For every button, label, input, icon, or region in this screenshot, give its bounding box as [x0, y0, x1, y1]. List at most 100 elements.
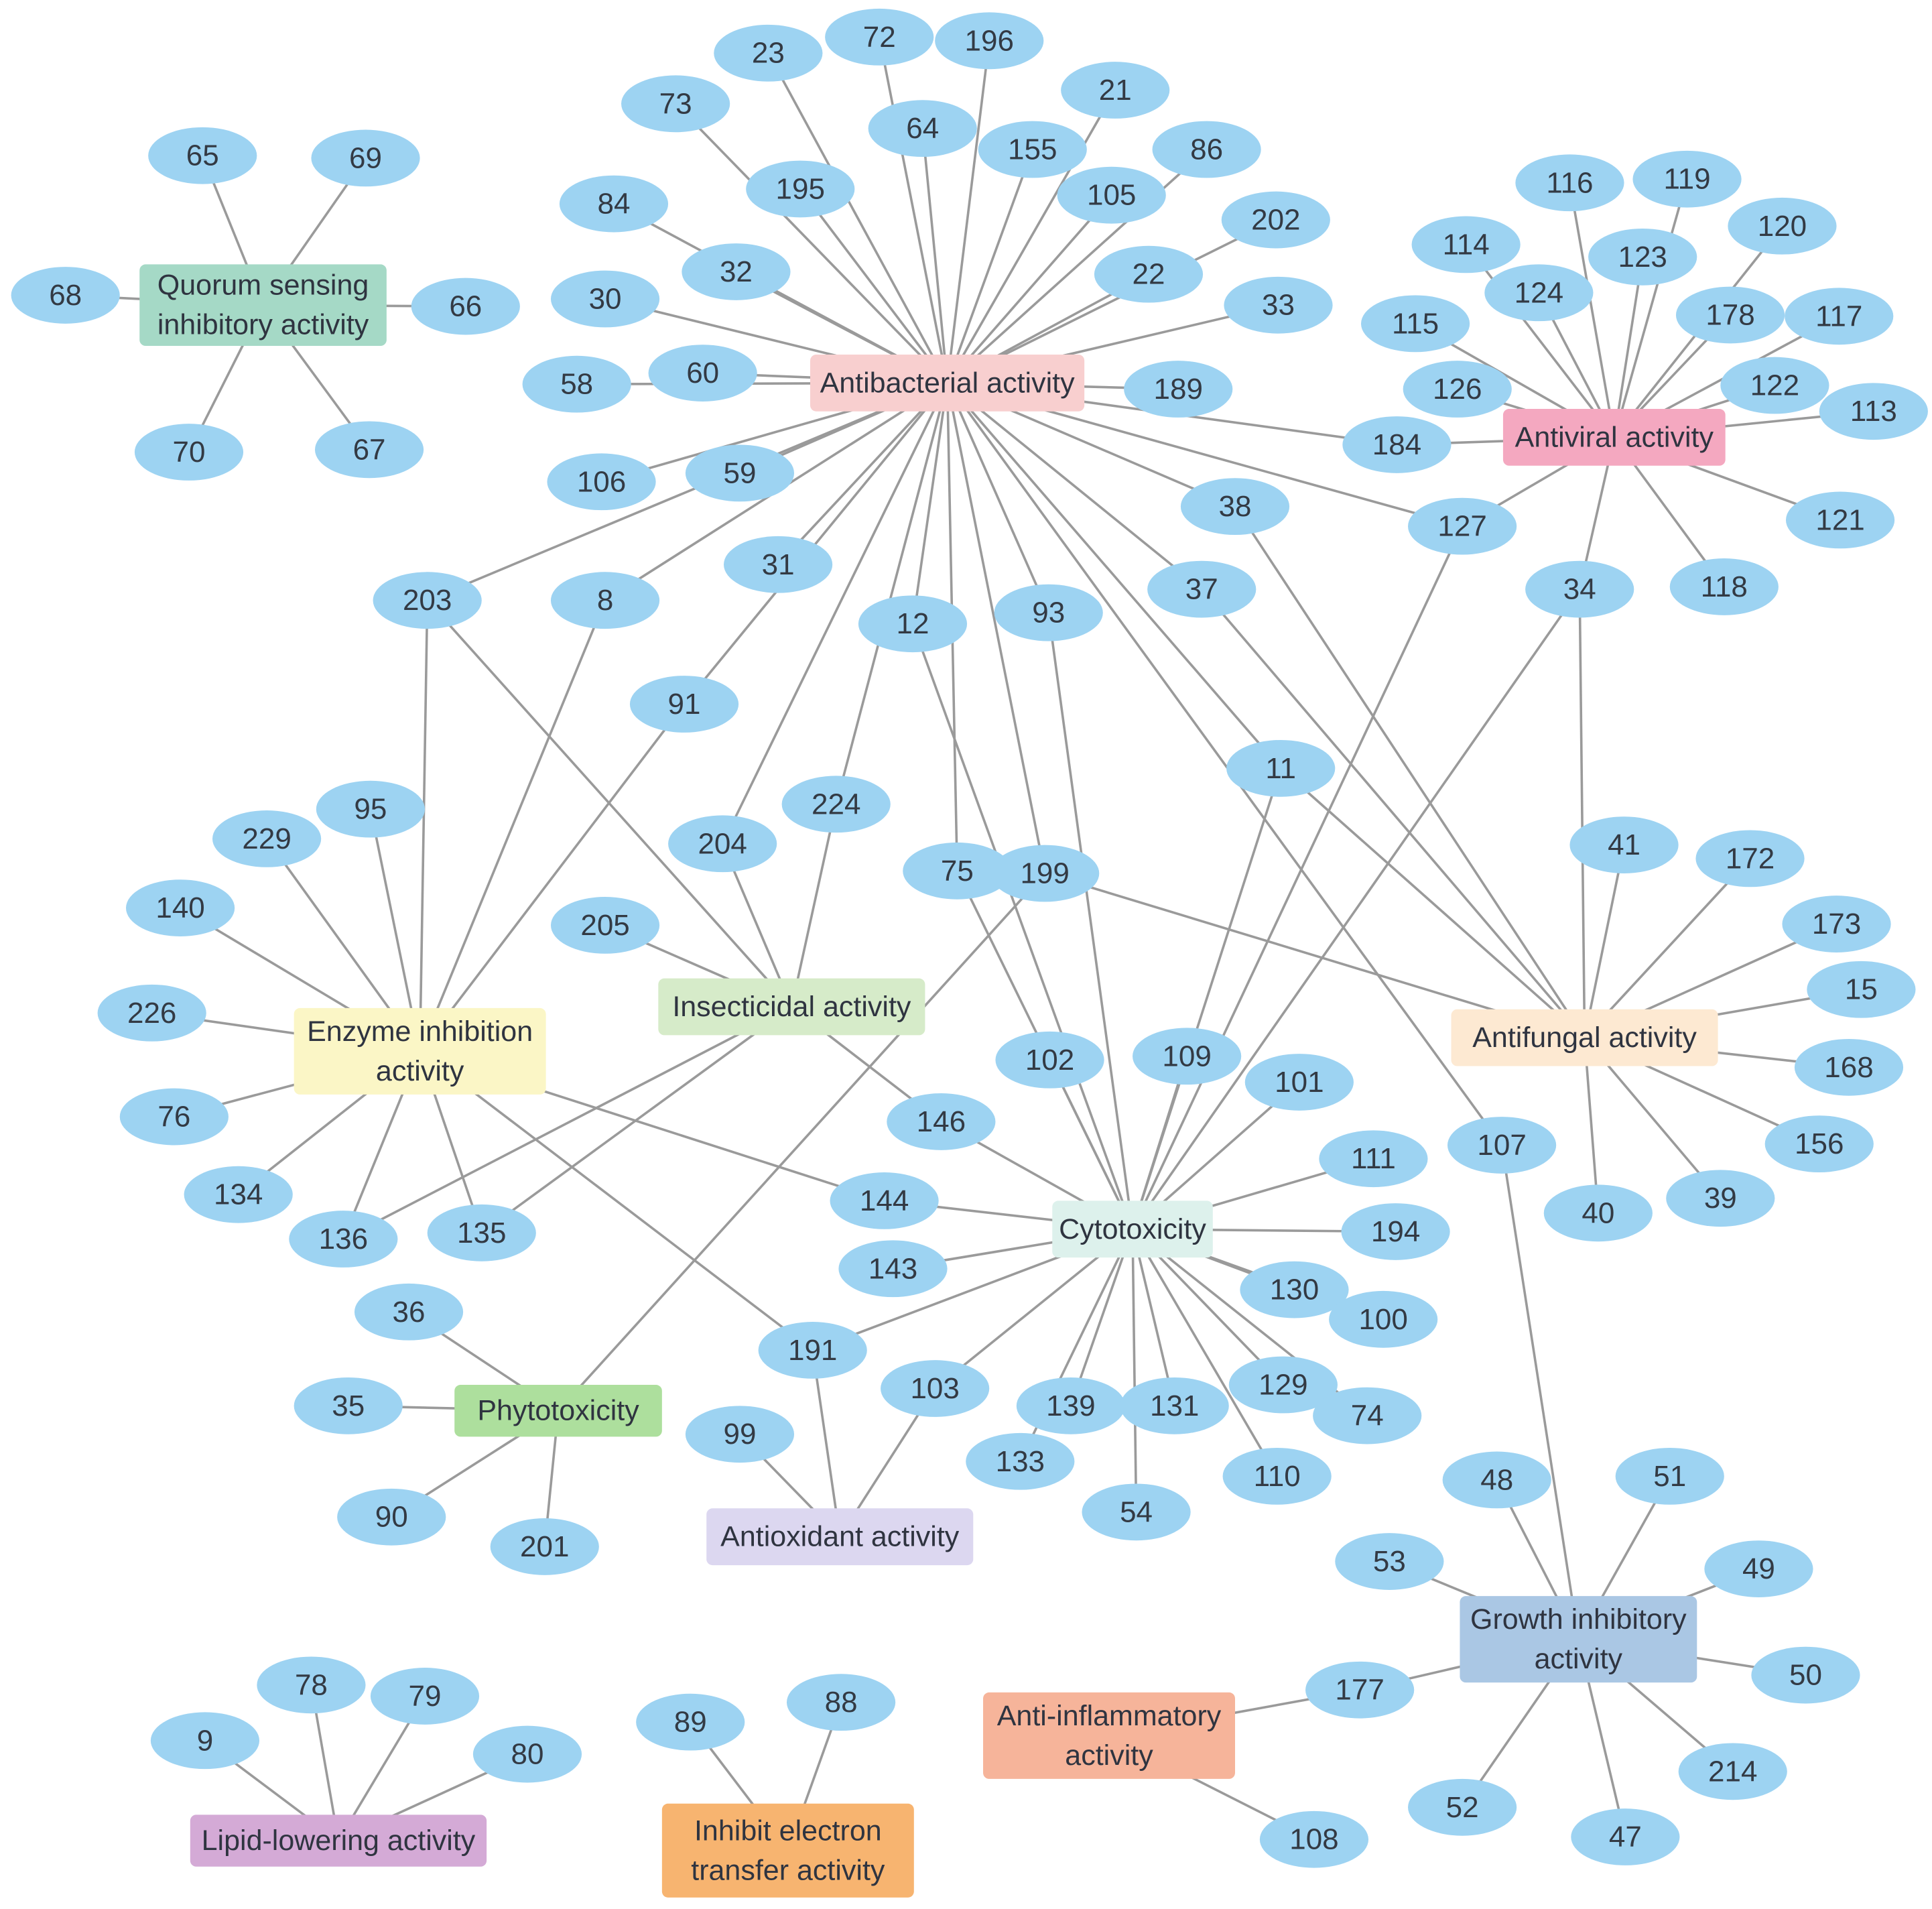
- category-node-phytotoxicity[interactable]: Phytotoxicity: [454, 1385, 662, 1437]
- compound-node[interactable]: 75: [903, 842, 1012, 900]
- category-node-lipid[interactable]: Lipid-lowering activity: [190, 1814, 487, 1867]
- compound-node[interactable]: 134: [184, 1166, 293, 1223]
- compound-node[interactable]: 22: [1094, 245, 1204, 303]
- compound-node[interactable]: 58: [522, 355, 631, 413]
- compound-node[interactable]: 136: [289, 1211, 398, 1268]
- compound-node[interactable]: 108: [1259, 1810, 1369, 1868]
- compound-node[interactable]: 36: [354, 1283, 464, 1341]
- compound-node[interactable]: 40: [1543, 1184, 1653, 1242]
- compound-node[interactable]: 113: [1819, 383, 1928, 440]
- compound-node[interactable]: 60: [648, 345, 757, 402]
- compound-node[interactable]: 189: [1124, 361, 1233, 418]
- compound-node[interactable]: 72: [825, 8, 934, 66]
- compound-node[interactable]: 39: [1666, 1170, 1775, 1227]
- compound-node[interactable]: 226: [97, 984, 206, 1042]
- compound-node[interactable]: 53: [1335, 1533, 1444, 1590]
- compound-node[interactable]: 23: [714, 24, 823, 82]
- compound-node[interactable]: 21: [1061, 62, 1170, 119]
- category-node-antiviral[interactable]: Antiviral activity: [1502, 409, 1726, 466]
- compound-node[interactable]: 120: [1728, 197, 1837, 255]
- compound-node[interactable]: 80: [472, 1725, 582, 1783]
- compound-node[interactable]: 100: [1329, 1290, 1438, 1348]
- compound-node[interactable]: 67: [314, 421, 424, 479]
- compound-node[interactable]: 131: [1120, 1377, 1229, 1434]
- compound-node[interactable]: 32: [682, 243, 791, 300]
- compound-node[interactable]: 124: [1484, 264, 1594, 322]
- compound-node[interactable]: 109: [1133, 1028, 1242, 1085]
- compound-node[interactable]: 178: [1675, 286, 1785, 344]
- compound-node[interactable]: 196: [935, 12, 1044, 70]
- compound-node[interactable]: 11: [1226, 739, 1336, 797]
- compound-node[interactable]: 203: [373, 572, 482, 629]
- compound-node[interactable]: 135: [427, 1204, 536, 1261]
- compound-node[interactable]: 74: [1313, 1387, 1422, 1444]
- compound-node[interactable]: 205: [550, 897, 660, 954]
- compound-node[interactable]: 229: [212, 810, 322, 867]
- compound-node[interactable]: 119: [1632, 150, 1742, 208]
- compound-node[interactable]: 143: [838, 1240, 948, 1298]
- compound-node[interactable]: 184: [1342, 416, 1452, 473]
- compound-node[interactable]: 140: [125, 879, 235, 936]
- compound-node[interactable]: 111: [1319, 1130, 1428, 1188]
- compound-node[interactable]: 9: [150, 1712, 260, 1770]
- compound-node[interactable]: 194: [1341, 1203, 1450, 1260]
- compound-node[interactable]: 173: [1782, 896, 1891, 952]
- compound-node[interactable]: 156: [1764, 1115, 1874, 1173]
- compound-node[interactable]: 126: [1403, 361, 1512, 418]
- compound-node[interactable]: 66: [411, 278, 520, 335]
- compound-node[interactable]: 199: [990, 845, 1100, 902]
- compound-node[interactable]: 48: [1442, 1451, 1551, 1509]
- compound-node[interactable]: 202: [1221, 191, 1330, 249]
- compound-node[interactable]: 118: [1669, 558, 1779, 615]
- compound-node[interactable]: 168: [1794, 1038, 1904, 1096]
- compound-node[interactable]: 76: [119, 1088, 229, 1146]
- compound-node[interactable]: 50: [1751, 1646, 1860, 1704]
- category-node-antioxidant[interactable]: Antioxidant activity: [706, 1508, 974, 1566]
- compound-node[interactable]: 38: [1180, 478, 1290, 536]
- compound-node[interactable]: 144: [830, 1172, 939, 1229]
- compound-node[interactable]: 146: [887, 1093, 996, 1150]
- compound-node[interactable]: 15: [1807, 961, 1916, 1018]
- compound-node[interactable]: 90: [337, 1488, 446, 1546]
- category-node-insecticidal[interactable]: Insecticidal activity: [658, 978, 925, 1036]
- compound-node[interactable]: 31: [723, 536, 833, 593]
- compound-node[interactable]: 95: [316, 780, 425, 838]
- compound-node[interactable]: 59: [685, 444, 795, 502]
- compound-node[interactable]: 101: [1244, 1054, 1354, 1111]
- compound-node[interactable]: 68: [11, 267, 120, 324]
- compound-node[interactable]: 47: [1571, 1808, 1680, 1865]
- compound-node[interactable]: 88: [786, 1674, 896, 1731]
- compound-node[interactable]: 155: [978, 121, 1087, 178]
- compound-node[interactable]: 110: [1222, 1447, 1332, 1505]
- compound-node[interactable]: 107: [1447, 1117, 1557, 1174]
- compound-node[interactable]: 116: [1515, 154, 1624, 212]
- compound-node[interactable]: 204: [668, 815, 777, 873]
- compound-node[interactable]: 54: [1082, 1483, 1191, 1541]
- compound-node[interactable]: 130: [1240, 1261, 1349, 1318]
- compound-node[interactable]: 139: [1016, 1377, 1125, 1434]
- compound-node[interactable]: 133: [966, 1432, 1075, 1490]
- category-node-antibacterial[interactable]: Antibacterial activity: [810, 354, 1085, 412]
- compound-node[interactable]: 78: [257, 1656, 366, 1714]
- compound-node[interactable]: 89: [636, 1693, 745, 1751]
- compound-node[interactable]: 35: [294, 1377, 403, 1434]
- compound-node[interactable]: 122: [1720, 357, 1829, 414]
- compound-node[interactable]: 79: [370, 1668, 480, 1725]
- compound-node[interactable]: 30: [550, 270, 660, 328]
- compound-node[interactable]: 103: [881, 1360, 990, 1417]
- compound-node[interactable]: 195: [746, 160, 855, 218]
- compound-node[interactable]: 214: [1678, 1743, 1787, 1800]
- compound-node[interactable]: 65: [148, 127, 257, 184]
- compound-node[interactable]: 115: [1360, 295, 1470, 353]
- compound-node[interactable]: 84: [559, 175, 669, 233]
- compound-node[interactable]: 64: [868, 100, 977, 158]
- compound-node[interactable]: 70: [134, 424, 244, 481]
- compound-node[interactable]: 34: [1525, 560, 1634, 618]
- compound-node[interactable]: 123: [1588, 228, 1697, 286]
- compound-node[interactable]: 51: [1615, 1447, 1724, 1505]
- compound-node[interactable]: 224: [781, 776, 891, 833]
